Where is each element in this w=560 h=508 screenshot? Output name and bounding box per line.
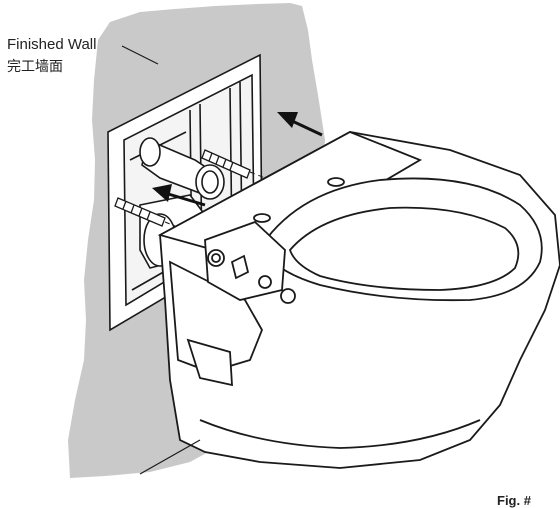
floor-line bbox=[139, 439, 201, 475]
wall-leader-line bbox=[121, 45, 159, 65]
bolt-icon bbox=[114, 149, 251, 227]
finished-wall-label: Finished Wall bbox=[7, 36, 97, 53]
toilet-bowl-icon bbox=[157, 131, 560, 469]
figure-label: Fig. # bbox=[497, 493, 531, 508]
finished-wall-label-zh: 完工墙面 bbox=[7, 59, 63, 75]
